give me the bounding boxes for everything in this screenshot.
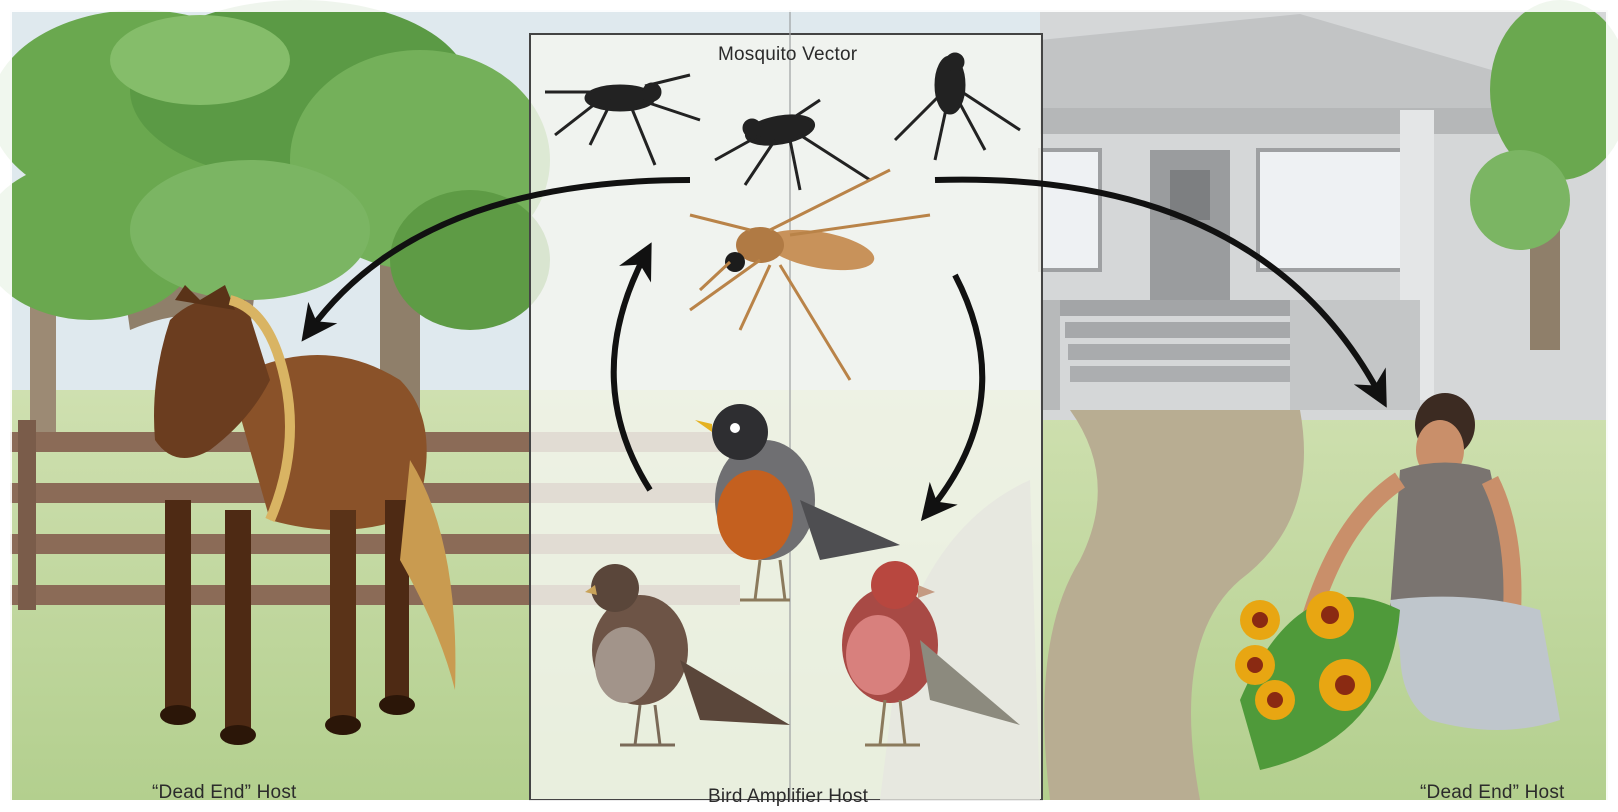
dead-end-host-label-right: “Dead End” Host xyxy=(1420,782,1565,804)
mosquito-vector-label: Mosquito Vector xyxy=(718,44,857,66)
bird-amplifier-host-label: Bird Amplifier Host xyxy=(708,786,868,808)
dead-end-host-label-left: “Dead End” Host xyxy=(152,782,297,804)
